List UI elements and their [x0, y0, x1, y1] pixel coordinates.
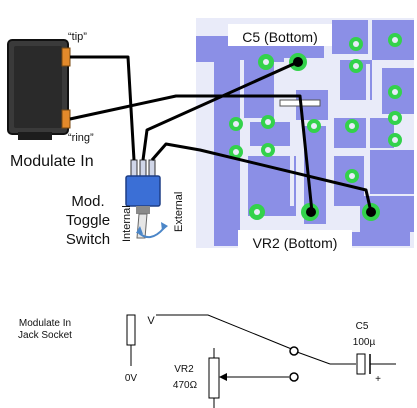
toggle-arrow: [137, 227, 165, 239]
toggle-label-line1: Mod.: [71, 193, 104, 210]
ring-label: “ring”: [68, 132, 94, 144]
schematic-switch-contact-top: [289, 346, 299, 356]
schematic-v-label: V: [147, 315, 155, 327]
schematic-vr2-body: [208, 357, 220, 399]
internal-label: Internal: [121, 205, 133, 242]
schematic-c5-label: C5: [356, 321, 369, 332]
tip-terminal: [61, 47, 71, 67]
schematic-c5-plate-left: [356, 353, 366, 375]
schematic-vr2-value: 470Ω: [173, 380, 198, 391]
wire-tip: [70, 55, 136, 161]
schematic-0v-label: 0V: [125, 373, 138, 384]
wire-ring: [69, 94, 314, 213]
tip-label: “tip”: [68, 31, 87, 43]
schematic: Modulate In Jack Socket 0V V C5 100µ + V…: [18, 314, 396, 408]
vr2-bottom-label: VR2 (Bottom): [253, 235, 338, 251]
c5-bottom-label: C5 (Bottom): [242, 29, 317, 45]
wire-vr2: [150, 142, 373, 213]
schematic-vr2-wiper-arrow: [219, 373, 227, 381]
arrow-head-right: [161, 222, 168, 231]
external-label: External: [173, 192, 185, 232]
schematic-jack-symbol: [126, 314, 136, 346]
schematic-switch-contact-bottom: [289, 372, 299, 382]
arrow-head-left: [136, 226, 143, 234]
jack-socket: [7, 39, 71, 140]
schematic-jack-label-line2: Jack Socket: [18, 330, 72, 341]
schematic-c5-value: 100µ: [353, 337, 376, 348]
wire-c5: [141, 60, 299, 161]
toggle-label-line3: Switch: [66, 231, 110, 248]
wires: [69, 55, 373, 213]
toggle-switch: [125, 159, 161, 239]
schematic-c5-plus: +: [375, 374, 381, 385]
schematic-jack-label-line1: Modulate In: [19, 318, 71, 329]
pcb-board: C5 (Bottom) VR2 (Bottom): [196, 18, 414, 252]
ring-terminal: [61, 109, 71, 129]
c5-label-bg: [228, 24, 332, 46]
modulate-in-label: Modulate In: [10, 153, 94, 170]
wire-end-dots: [293, 57, 376, 217]
schematic-switch-blade: [296, 351, 331, 365]
schematic-signal-wire: [156, 314, 295, 351]
toggle-label-line2: Toggle: [66, 212, 110, 229]
schematic-vr2-label: VR2: [174, 364, 194, 375]
vr2-label-bg: [238, 230, 352, 252]
